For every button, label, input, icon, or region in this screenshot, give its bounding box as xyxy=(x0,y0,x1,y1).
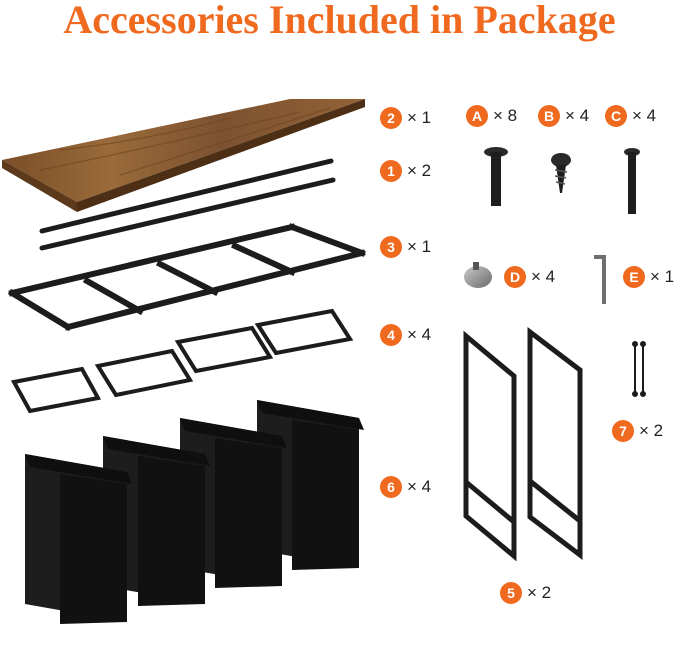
hardware-quantity: × 4 xyxy=(632,106,657,125)
part-quantity: × 1 xyxy=(407,237,432,256)
part-badge: 2 xyxy=(380,107,402,129)
part-badge: 5 xyxy=(500,582,522,604)
part-quantity: × 2 xyxy=(407,161,432,180)
part-badge: 1 xyxy=(380,160,402,182)
hardware-label-e: E × 1 xyxy=(623,265,674,289)
part-badge: 4 xyxy=(380,324,402,346)
hanger-frame-icon xyxy=(10,308,354,414)
wood-board-icon xyxy=(2,99,365,212)
part-quantity: × 2 xyxy=(639,421,664,440)
hardware-label-b: B × 4 xyxy=(538,104,589,128)
side-frame-icon xyxy=(463,326,583,562)
part-quantity: × 2 xyxy=(527,583,552,602)
long-screw-icon xyxy=(624,148,640,214)
hardware-label-a: A × 8 xyxy=(466,104,517,128)
allen-key-icon xyxy=(594,255,606,304)
hardware-label-d: D × 4 xyxy=(504,265,555,289)
part-label-4: 4 × 4 xyxy=(380,323,431,347)
adjustable-foot-icon xyxy=(464,262,492,288)
strap-icon xyxy=(632,341,646,397)
hardware-badge: A xyxy=(466,105,488,127)
wood-screw-icon xyxy=(551,153,571,193)
part-quantity: × 4 xyxy=(407,477,432,496)
hardware-badge: E xyxy=(623,266,645,288)
hardware-quantity: × 4 xyxy=(531,267,556,286)
part-label-2: 2 × 1 xyxy=(380,106,431,130)
hardware-label-c: C × 4 xyxy=(605,104,656,128)
hardware-badge: C xyxy=(605,105,627,127)
part-quantity: × 4 xyxy=(407,325,432,344)
rod-icon xyxy=(39,158,336,251)
part-label-5: 5 × 2 xyxy=(500,581,551,605)
part-badge: 6 xyxy=(380,476,402,498)
part-badge: 7 xyxy=(612,420,634,442)
hardware-quantity: × 8 xyxy=(493,106,518,125)
bolt-icon xyxy=(484,147,508,206)
hardware-quantity: × 1 xyxy=(650,267,675,286)
hardware-quantity: × 4 xyxy=(565,106,590,125)
hardware-badge: D xyxy=(504,266,526,288)
part-label-7: 7 × 2 xyxy=(612,419,663,443)
part-label-1: 1 × 2 xyxy=(380,159,431,183)
part-label-6: 6 × 4 xyxy=(380,475,431,499)
ladder-frame-icon xyxy=(7,223,366,332)
part-quantity: × 1 xyxy=(407,108,432,127)
part-label-3: 3 × 1 xyxy=(380,235,431,259)
laundry-bag-icon xyxy=(25,400,364,624)
page-title: Accessories Included in Package xyxy=(63,0,616,42)
hardware-badge: B xyxy=(538,105,560,127)
part-badge: 3 xyxy=(380,236,402,258)
